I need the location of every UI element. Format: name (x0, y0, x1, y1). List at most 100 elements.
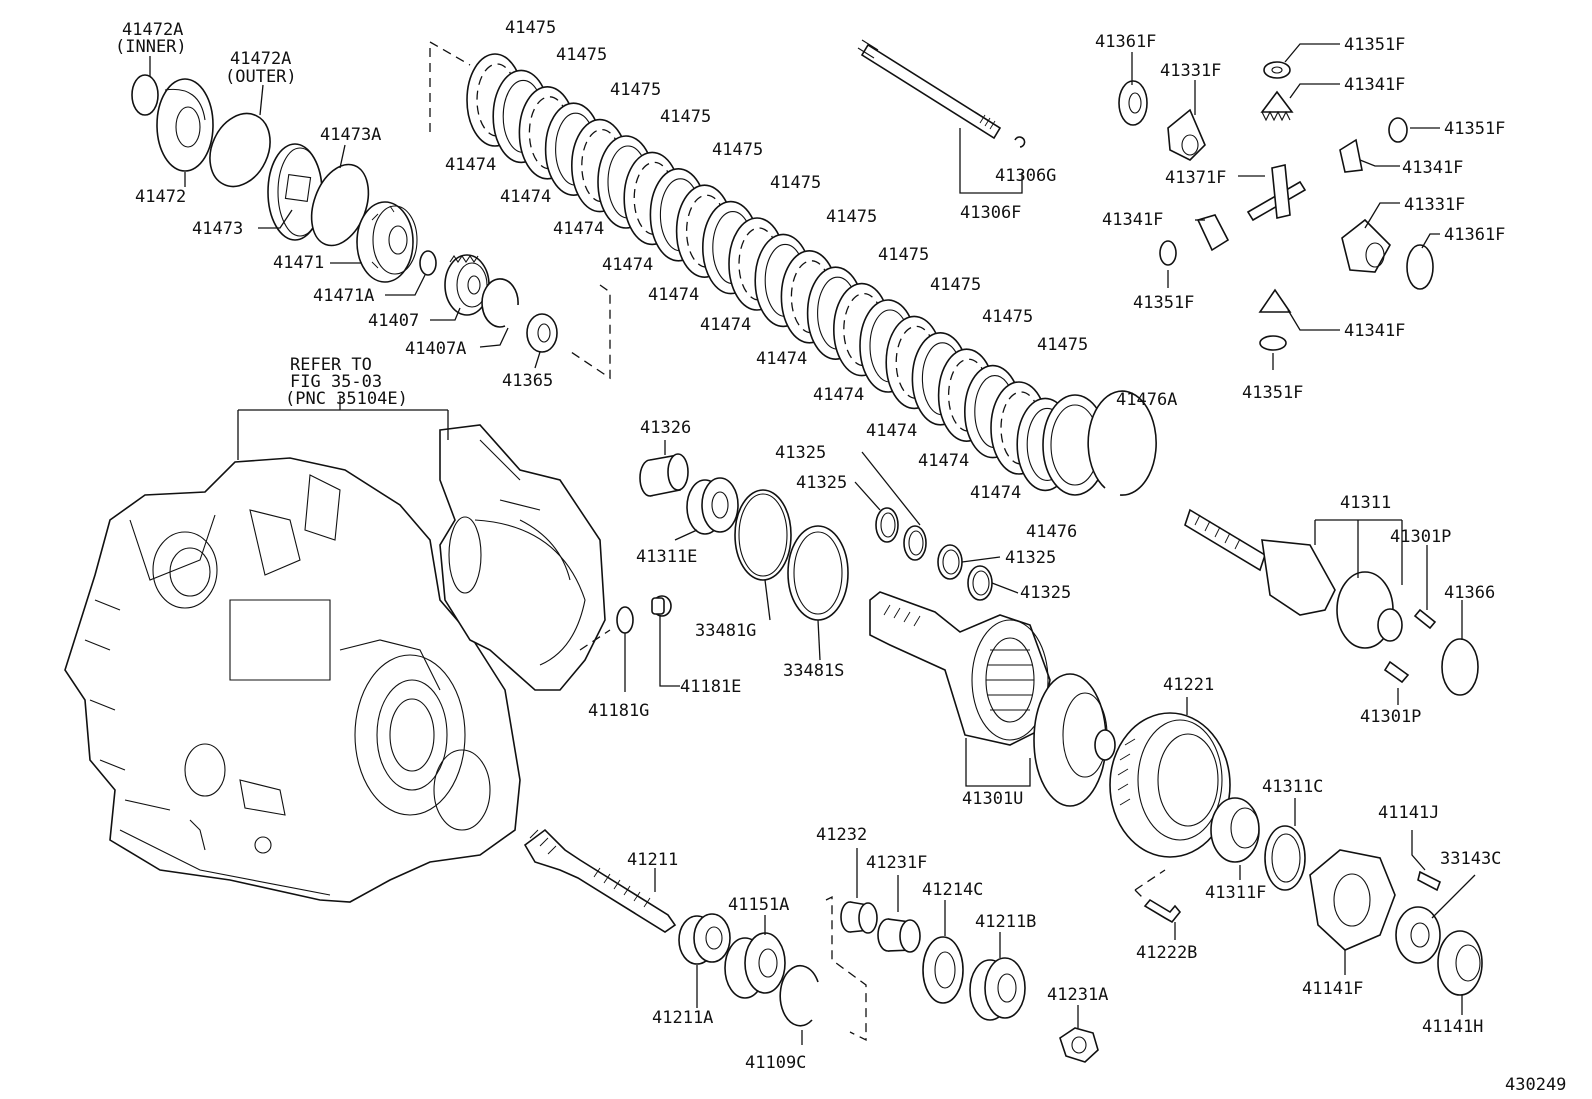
label-41325-2[interactable]: 41325 (796, 473, 847, 493)
part-41361F-washer-top (1118, 80, 1148, 126)
label-41311[interactable]: 41311 (1340, 493, 1391, 513)
label-41474-2[interactable]: 41474 (500, 187, 551, 207)
part-41311E-bearing (686, 477, 739, 535)
label-41474-4[interactable]: 41474 (602, 255, 653, 275)
part-41231A-nut (1059, 1027, 1099, 1063)
label-41361F-right[interactable]: 41361F (1444, 225, 1505, 245)
part-41301U-case (869, 591, 1051, 746)
part-labels: 41472A (INNER) 41472A (OUTER) 41472 4147… (115, 18, 1566, 1095)
part-33481S-ring (787, 525, 849, 621)
label-41351F-4[interactable]: 41351F (1242, 383, 1303, 403)
label-41407A[interactable]: 41407A (405, 339, 466, 359)
label-41475-11[interactable]: 41475 (1037, 335, 1088, 355)
label-41475-8[interactable]: 41475 (878, 245, 929, 265)
label-41211A[interactable]: 41211A (652, 1008, 713, 1028)
label-41214C[interactable]: 41214C (922, 880, 983, 900)
label-41325-1[interactable]: 41325 (775, 443, 826, 463)
label-41109C[interactable]: 41109C (745, 1053, 806, 1073)
label-41181G[interactable]: 41181G (588, 701, 649, 721)
part-33481G-ring (734, 489, 792, 581)
label-41311C[interactable]: 41311C (1262, 777, 1323, 797)
part-41211A-bearing (678, 913, 731, 965)
label-41341F-3[interactable]: 41341F (1102, 210, 1163, 230)
label-41474-11[interactable]: 41474 (970, 483, 1021, 503)
label-41475-10[interactable]: 41475 (982, 307, 1033, 327)
label-41371F[interactable]: 41371F (1165, 168, 1226, 188)
label-33143C[interactable]: 33143C (1440, 849, 1501, 869)
label-41325-3[interactable]: 41325 (1005, 548, 1056, 568)
label-41231F[interactable]: 41231F (866, 853, 927, 873)
label-41366[interactable]: 41366 (1444, 583, 1495, 603)
part-41231F-bushing (877, 918, 921, 953)
label-41472A-inner[interactable]: 41472A (122, 20, 183, 40)
label-41331F-top[interactable]: 41331F (1160, 61, 1221, 81)
label-41474-3[interactable]: 41474 (553, 219, 604, 239)
label-41472[interactable]: 41472 (135, 187, 186, 207)
refer-note-line-1: REFER TO (290, 355, 372, 375)
label-41181E[interactable]: 41181E (680, 677, 741, 697)
label-41301P-bottom[interactable]: 41301P (1360, 707, 1421, 727)
label-41351F-1[interactable]: 41351F (1344, 35, 1405, 55)
label-33481S[interactable]: 33481S (783, 661, 844, 681)
label-41311F[interactable]: 41311F (1205, 883, 1266, 903)
label-41306G[interactable]: 41306G (995, 166, 1056, 186)
label-41306F[interactable]: 41306F (960, 203, 1021, 223)
label-41472A-outer[interactable]: 41472A (230, 49, 291, 69)
label-41475-4[interactable]: 41475 (660, 107, 711, 127)
label-41341F-1[interactable]: 41341F (1344, 75, 1405, 95)
label-41474-7[interactable]: 41474 (756, 349, 807, 369)
label-41473[interactable]: 41473 (192, 219, 243, 239)
label-41141J[interactable]: 41141J (1378, 803, 1439, 823)
label-41475-7[interactable]: 41475 (826, 207, 877, 227)
label-41474-9[interactable]: 41474 (866, 421, 917, 441)
label-41474-5[interactable]: 41474 (648, 285, 699, 305)
label-41325-4[interactable]: 41325 (1020, 583, 1071, 603)
part-41306G-clip (1014, 136, 1026, 148)
label-41351F-3[interactable]: 41351F (1133, 293, 1194, 313)
label-41476A[interactable]: 41476A (1116, 390, 1177, 410)
label-41473A[interactable]: 41473A (320, 125, 381, 145)
label-41232[interactable]: 41232 (816, 825, 867, 845)
label-41474-6[interactable]: 41474 (700, 315, 751, 335)
part-41331F-gear-top (1167, 108, 1206, 161)
label-41141F[interactable]: 41141F (1302, 979, 1363, 999)
label-41476[interactable]: 41476 (1026, 522, 1077, 542)
label-41326[interactable]: 41326 (640, 418, 691, 438)
label-41301U[interactable]: 41301U (962, 789, 1023, 809)
part-41181E-plug (651, 595, 672, 617)
label-41361F-top[interactable]: 41361F (1095, 32, 1156, 52)
label-41221[interactable]: 41221 (1163, 675, 1214, 695)
group-bracket-bottom (567, 284, 611, 380)
label-41351F-2[interactable]: 41351F (1444, 119, 1505, 139)
label-41475-2[interactable]: 41475 (556, 45, 607, 65)
label-41211B[interactable]: 41211B (975, 912, 1036, 932)
label-41151A[interactable]: 41151A (728, 895, 789, 915)
label-41471A[interactable]: 41471A (313, 286, 374, 306)
label-41365[interactable]: 41365 (502, 371, 553, 391)
label-41475-3[interactable]: 41475 (610, 80, 661, 100)
label-41231A[interactable]: 41231A (1047, 985, 1108, 1005)
label-41475-6[interactable]: 41475 (770, 173, 821, 193)
part-41109C-snap-ring (779, 964, 819, 1027)
label-41475-1[interactable]: 41475 (505, 18, 556, 38)
label-41311E[interactable]: 41311E (636, 547, 697, 567)
label-41222B[interactable]: 41222B (1136, 943, 1197, 963)
label-41211[interactable]: 41211 (627, 850, 678, 870)
label-41475-9[interactable]: 41475 (930, 275, 981, 295)
label-41472A-inner-note: (INNER) (115, 37, 187, 57)
part-41311F-bearing (1210, 797, 1260, 863)
label-41474-1[interactable]: 41474 (445, 155, 496, 175)
label-41301P-top[interactable]: 41301P (1390, 527, 1451, 547)
label-33481G[interactable]: 33481G (695, 621, 756, 641)
label-41471[interactable]: 41471 (273, 253, 324, 273)
label-41331F-right[interactable]: 41331F (1404, 195, 1465, 215)
label-41341F-4[interactable]: 41341F (1344, 321, 1405, 341)
label-41474-10[interactable]: 41474 (918, 451, 969, 471)
part-41306F-shaft (857, 39, 1002, 140)
label-41141H[interactable]: 41141H (1422, 1017, 1483, 1037)
label-41341F-2[interactable]: 41341F (1402, 158, 1463, 178)
part-41211B-bearing (969, 957, 1026, 1021)
label-41474-8[interactable]: 41474 (813, 385, 864, 405)
label-41407[interactable]: 41407 (368, 311, 419, 331)
label-41475-5[interactable]: 41475 (712, 140, 763, 160)
